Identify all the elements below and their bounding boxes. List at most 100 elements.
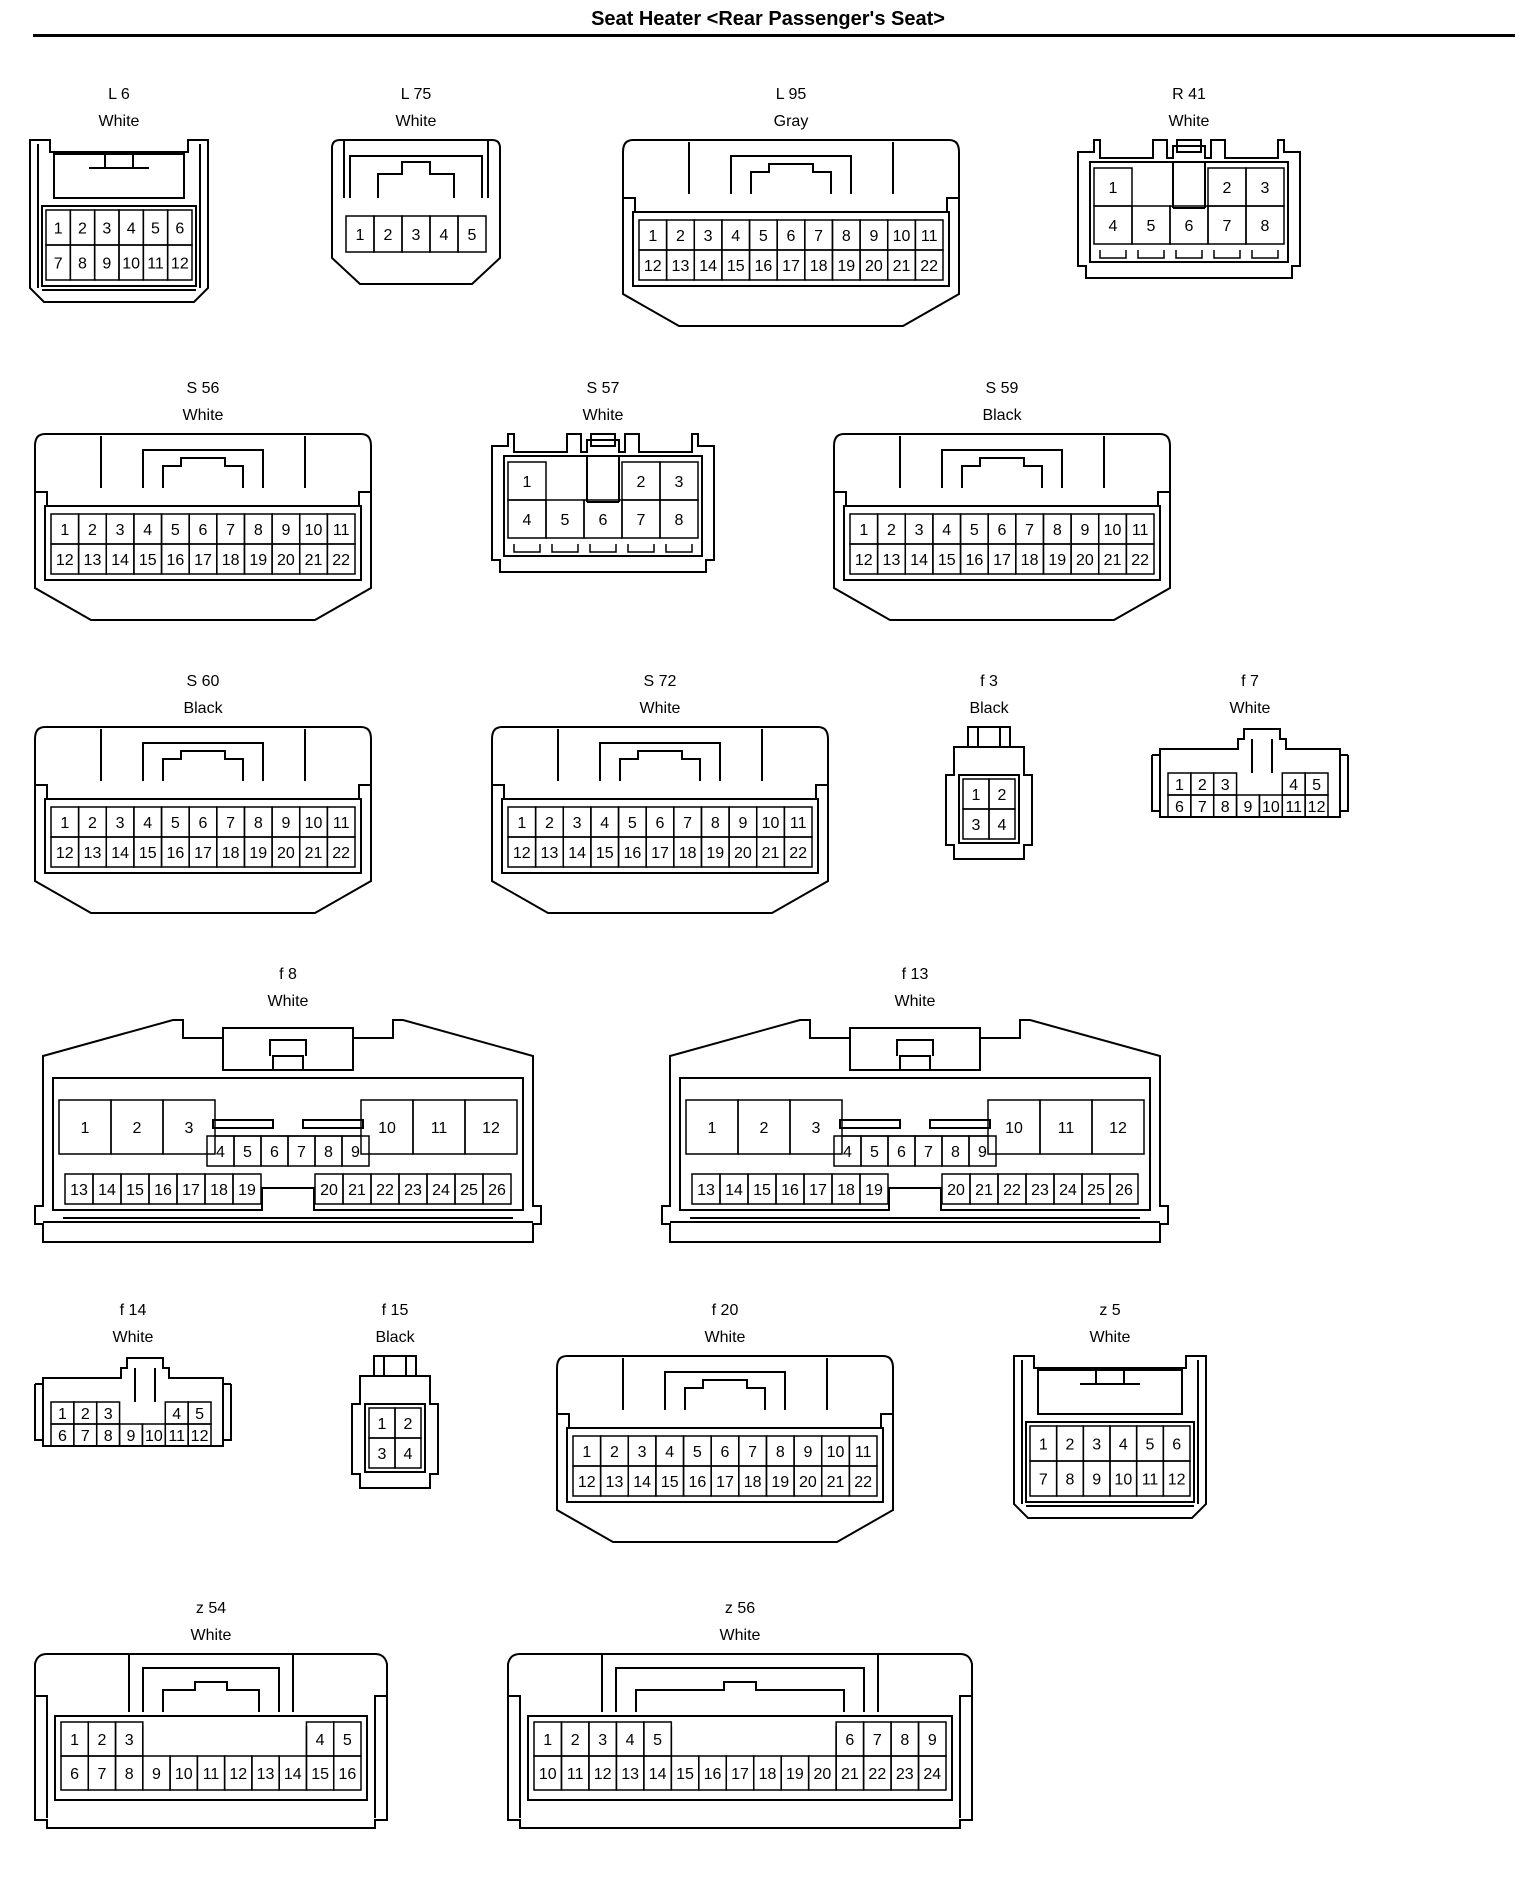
pin-label: 9 [928, 1732, 937, 1749]
pin-label: 6 [1185, 218, 1194, 235]
pin-label: 8 [254, 522, 263, 539]
pin-label: 13 [84, 552, 102, 569]
pin-label: 1 [378, 1416, 387, 1433]
pin-label: 12 [855, 552, 873, 569]
pin-label: 7 [683, 815, 692, 832]
pin-label: 9 [127, 1428, 136, 1445]
pin-label: 20 [1076, 552, 1094, 569]
pin-label: 2 [78, 221, 87, 238]
pin-label: 23 [896, 1766, 914, 1783]
pin-cell [917, 1755, 947, 1791]
pin-label: 12 [1308, 799, 1326, 816]
connector-code: f 8 [279, 966, 297, 983]
pin-label: 14 [649, 1766, 667, 1783]
pin-label: 22 [1131, 552, 1149, 569]
connector-code: f 7 [1241, 673, 1259, 690]
pin-label: 1 [81, 1120, 90, 1137]
pin-label: 10 [1104, 522, 1122, 539]
pin-label: 4 [143, 815, 152, 832]
pin-label: 3 [125, 1732, 134, 1749]
pin-label: 5 [195, 1406, 204, 1423]
pin-label: 2 [404, 1416, 413, 1433]
pin-label: 7 [226, 815, 235, 832]
connector-code: S 60 [186, 673, 220, 690]
pin-label: 18 [222, 552, 240, 569]
pin-label: 10 [1005, 1120, 1023, 1137]
pin-label: 7 [924, 1144, 933, 1161]
pin-cell [1162, 1460, 1191, 1497]
pin-label: 12 [578, 1474, 596, 1491]
pin-label: 14 [725, 1182, 743, 1199]
pin-label: 12 [171, 256, 189, 273]
pin-label: 9 [152, 1766, 161, 1783]
pin-label: 5 [1312, 777, 1321, 794]
pin-label: 14 [568, 845, 586, 862]
pin-label: 23 [1031, 1182, 1049, 1199]
pin-label: 10 [539, 1766, 557, 1783]
pin-label: 11 [1058, 1120, 1075, 1137]
pin-label: 8 [900, 1732, 909, 1749]
pin-label: 5 [1146, 1437, 1155, 1454]
pin-label: 9 [869, 228, 878, 245]
pin-label: 15 [938, 552, 956, 569]
connector-color: White [639, 700, 681, 717]
pin-label: 11 [855, 1444, 872, 1461]
pin-label: 16 [688, 1474, 706, 1491]
pin-label: 4 [523, 512, 532, 529]
pin-label: 11 [333, 815, 350, 832]
pin-cell [1109, 1173, 1139, 1205]
pin-cell [1304, 794, 1329, 818]
pin-label: 18 [810, 258, 828, 275]
pin-label: 16 [154, 1182, 172, 1199]
pin-label: 9 [281, 815, 290, 832]
pin-label: 11 [147, 256, 164, 273]
pin-label: 5 [970, 522, 979, 539]
pin-label: 12 [513, 845, 531, 862]
connector-color: White [1089, 1329, 1131, 1346]
pin-label: 17 [731, 1766, 749, 1783]
connector-color: White [182, 407, 224, 424]
pin-label: 8 [104, 1428, 113, 1445]
pin-label: 13 [257, 1766, 275, 1783]
pin-label: 3 [116, 815, 125, 832]
pin-label: 4 [127, 221, 136, 238]
pin-label: 19 [249, 552, 267, 569]
pin-label: 8 [951, 1144, 960, 1161]
pin-label: 13 [84, 845, 102, 862]
pin-label: 7 [814, 228, 823, 245]
connector-code: L 6 [108, 86, 130, 103]
pin-label: 6 [1175, 799, 1184, 816]
pin-label: 6 [1172, 1437, 1181, 1454]
pin-cell [988, 808, 1016, 840]
pin-label: 8 [1053, 522, 1062, 539]
pin-label: 11 [567, 1766, 584, 1783]
pin-label: 21 [1104, 552, 1122, 569]
connector-code: f 13 [901, 966, 929, 983]
connector-color: White [582, 407, 624, 424]
pin-label: 19 [771, 1474, 789, 1491]
pin-label: 5 [870, 1144, 879, 1161]
pin-cell [232, 1173, 262, 1205]
pin-label: 13 [70, 1182, 88, 1199]
pin-label: 10 [305, 522, 323, 539]
pin-label: 9 [803, 1444, 812, 1461]
pin-label: 5 [628, 815, 637, 832]
pin-label: 9 [281, 522, 290, 539]
pin-label: 10 [175, 1766, 193, 1783]
pin-label: 2 [1066, 1437, 1075, 1454]
pin-label: 19 [837, 258, 855, 275]
pin-label: 17 [194, 845, 212, 862]
pin-label: 19 [706, 845, 724, 862]
pin-label: 8 [711, 815, 720, 832]
pin-cell [341, 1135, 370, 1167]
pin-label: 20 [734, 845, 752, 862]
pin-label: 5 [171, 815, 180, 832]
pin-label: 22 [789, 845, 807, 862]
pin-label: 15 [661, 1474, 679, 1491]
pin-label: 25 [1087, 1182, 1105, 1199]
pin-label: 2 [545, 815, 554, 832]
